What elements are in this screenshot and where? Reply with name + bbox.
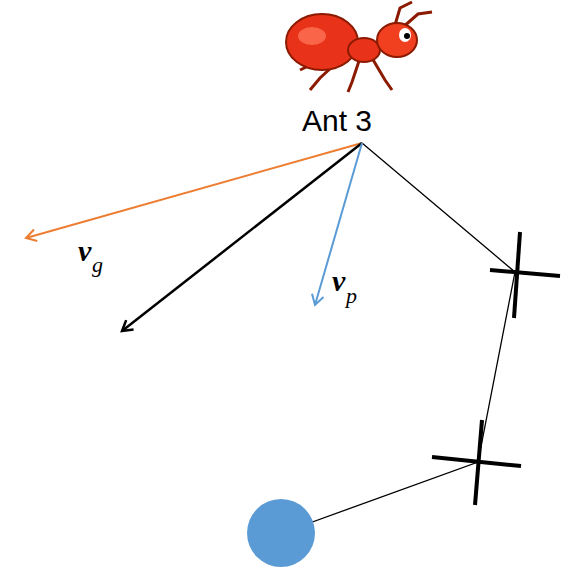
- vector-subscript: g: [92, 254, 103, 276]
- food-circle: [247, 499, 315, 567]
- vector-g: [26, 143, 362, 238]
- vector-symbol: v: [78, 236, 91, 266]
- vector-symbol: v: [332, 266, 345, 296]
- ant-label: Ant 3: [302, 106, 372, 136]
- waypoint-cross: [432, 420, 521, 505]
- path-line: [282, 143, 515, 533]
- vector-subscript: p: [346, 285, 357, 307]
- vector-p: [315, 143, 362, 305]
- waypoint-cross: [490, 232, 560, 318]
- vector-result: [122, 143, 362, 331]
- ant-icon: [286, 2, 432, 92]
